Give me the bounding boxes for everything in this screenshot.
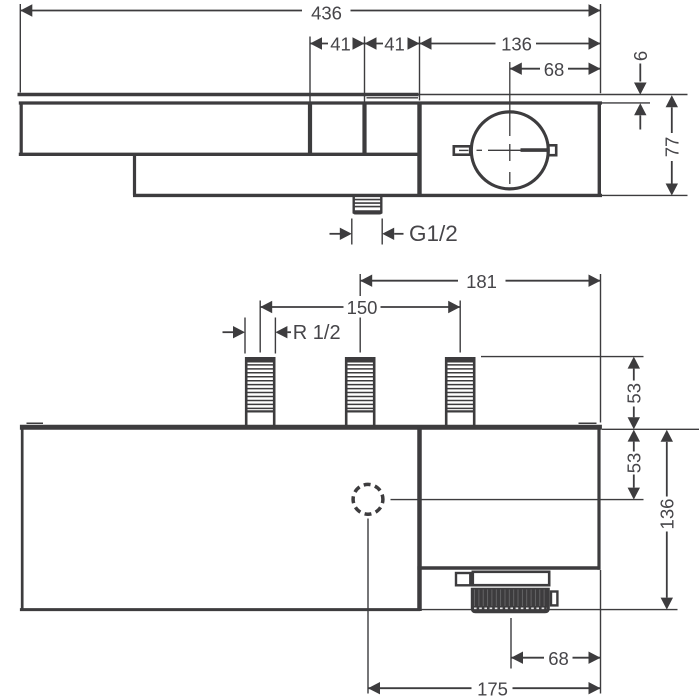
svg-text:R 1/2: R 1/2 (293, 322, 341, 344)
svg-text:77: 77 (661, 137, 682, 158)
svg-text:150: 150 (347, 297, 378, 318)
svg-text:436: 436 (311, 3, 342, 24)
svg-text:53: 53 (623, 383, 644, 404)
svg-text:136: 136 (501, 34, 532, 55)
svg-text:175: 175 (477, 678, 508, 699)
svg-text:136: 136 (656, 499, 677, 530)
svg-text:53: 53 (623, 453, 644, 474)
svg-text:68: 68 (544, 59, 565, 80)
svg-text:41: 41 (384, 34, 405, 55)
svg-text:6: 6 (630, 51, 651, 61)
svg-text:181: 181 (466, 271, 497, 292)
svg-text:68: 68 (548, 648, 569, 669)
svg-text:G1/2: G1/2 (409, 221, 458, 246)
svg-text:41: 41 (330, 34, 351, 55)
